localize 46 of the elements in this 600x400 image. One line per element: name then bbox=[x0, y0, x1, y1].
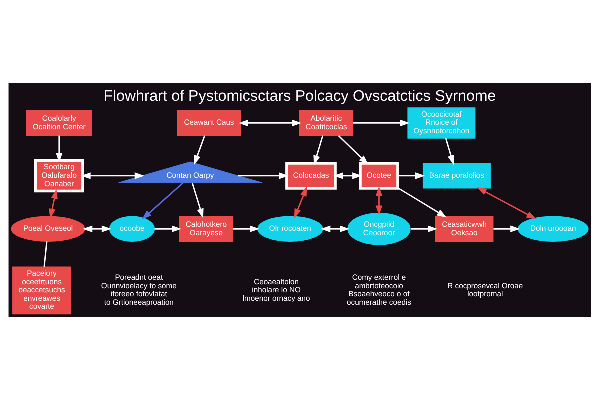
node-box: Sootbarg Oalufaralo Oanaber bbox=[34, 159, 84, 193]
arrow bbox=[376, 186, 383, 216]
node-box: Ceawant Caus bbox=[177, 110, 242, 136]
arrow bbox=[398, 188, 447, 218]
arrow bbox=[320, 226, 350, 233]
node-box: Paceiory oceetrtuons oeaccetsuchs envreawes covarte bbox=[12, 266, 72, 315]
node-box: Ocotee bbox=[359, 162, 400, 190]
label: Comy exterrol e ambrtoteocoio Bsoaehveoco o of ocumerathe coedis bbox=[347, 273, 412, 308]
node-ellipse: Oncgptid Ceooroor bbox=[348, 213, 411, 246]
arrow bbox=[334, 172, 362, 180]
connector bbox=[44, 242, 48, 267]
arrow bbox=[494, 226, 520, 233]
label: Ceoaealtolon inholare lo NO lmoenor ornacy ano bbox=[242, 277, 310, 303]
node-box: Calohotkero Oarayese bbox=[179, 216, 234, 242]
arrow bbox=[81, 172, 145, 180]
diagram-title: Flowhrart of Pystomicsctars Polcacy Ovscatctics Syrnome bbox=[104, 88, 496, 105]
node-ellipse: Olr rocoaten bbox=[258, 216, 324, 242]
arrow bbox=[194, 136, 206, 166]
arrow bbox=[154, 226, 182, 233]
label: Poreadnt oeat Ounnvioelacy to some iforeeo fofovlatat to Grtioneeaproation bbox=[101, 273, 177, 308]
node-box: Barae poralolios bbox=[422, 163, 491, 189]
arrow bbox=[338, 135, 369, 165]
node-box: Ceasaticwwh Oeksao bbox=[435, 216, 494, 242]
arrow bbox=[477, 188, 536, 220]
arrow bbox=[233, 226, 260, 233]
node-ellipse: Doln uroooan bbox=[518, 216, 589, 242]
arrow bbox=[142, 182, 184, 220]
arrow bbox=[238, 172, 289, 180]
arrow bbox=[445, 138, 454, 166]
node-box: Colocadas bbox=[286, 162, 337, 190]
node-box: Abolaritic Coatitcoclas bbox=[299, 110, 354, 136]
node-box: Ocoocicotaf Rnoice of Oysnnotorcohon bbox=[408, 108, 476, 139]
arrow bbox=[192, 182, 204, 219]
node-box: Coalolarly Ocaltion Center bbox=[26, 110, 92, 136]
label: R cocprosevcal Oroae lootpromal bbox=[448, 281, 524, 299]
arrow bbox=[82, 226, 112, 233]
node-ellipse: Poeal Oveseol bbox=[11, 216, 86, 242]
arrow bbox=[398, 172, 426, 180]
arrow bbox=[238, 120, 302, 127]
arrow bbox=[353, 120, 410, 127]
arrow bbox=[410, 226, 438, 233]
arrow bbox=[56, 136, 63, 163]
arrow bbox=[294, 186, 308, 219]
arrow bbox=[49, 189, 58, 219]
node-ellipse: ocoobe bbox=[109, 216, 156, 242]
arrow bbox=[314, 136, 324, 166]
